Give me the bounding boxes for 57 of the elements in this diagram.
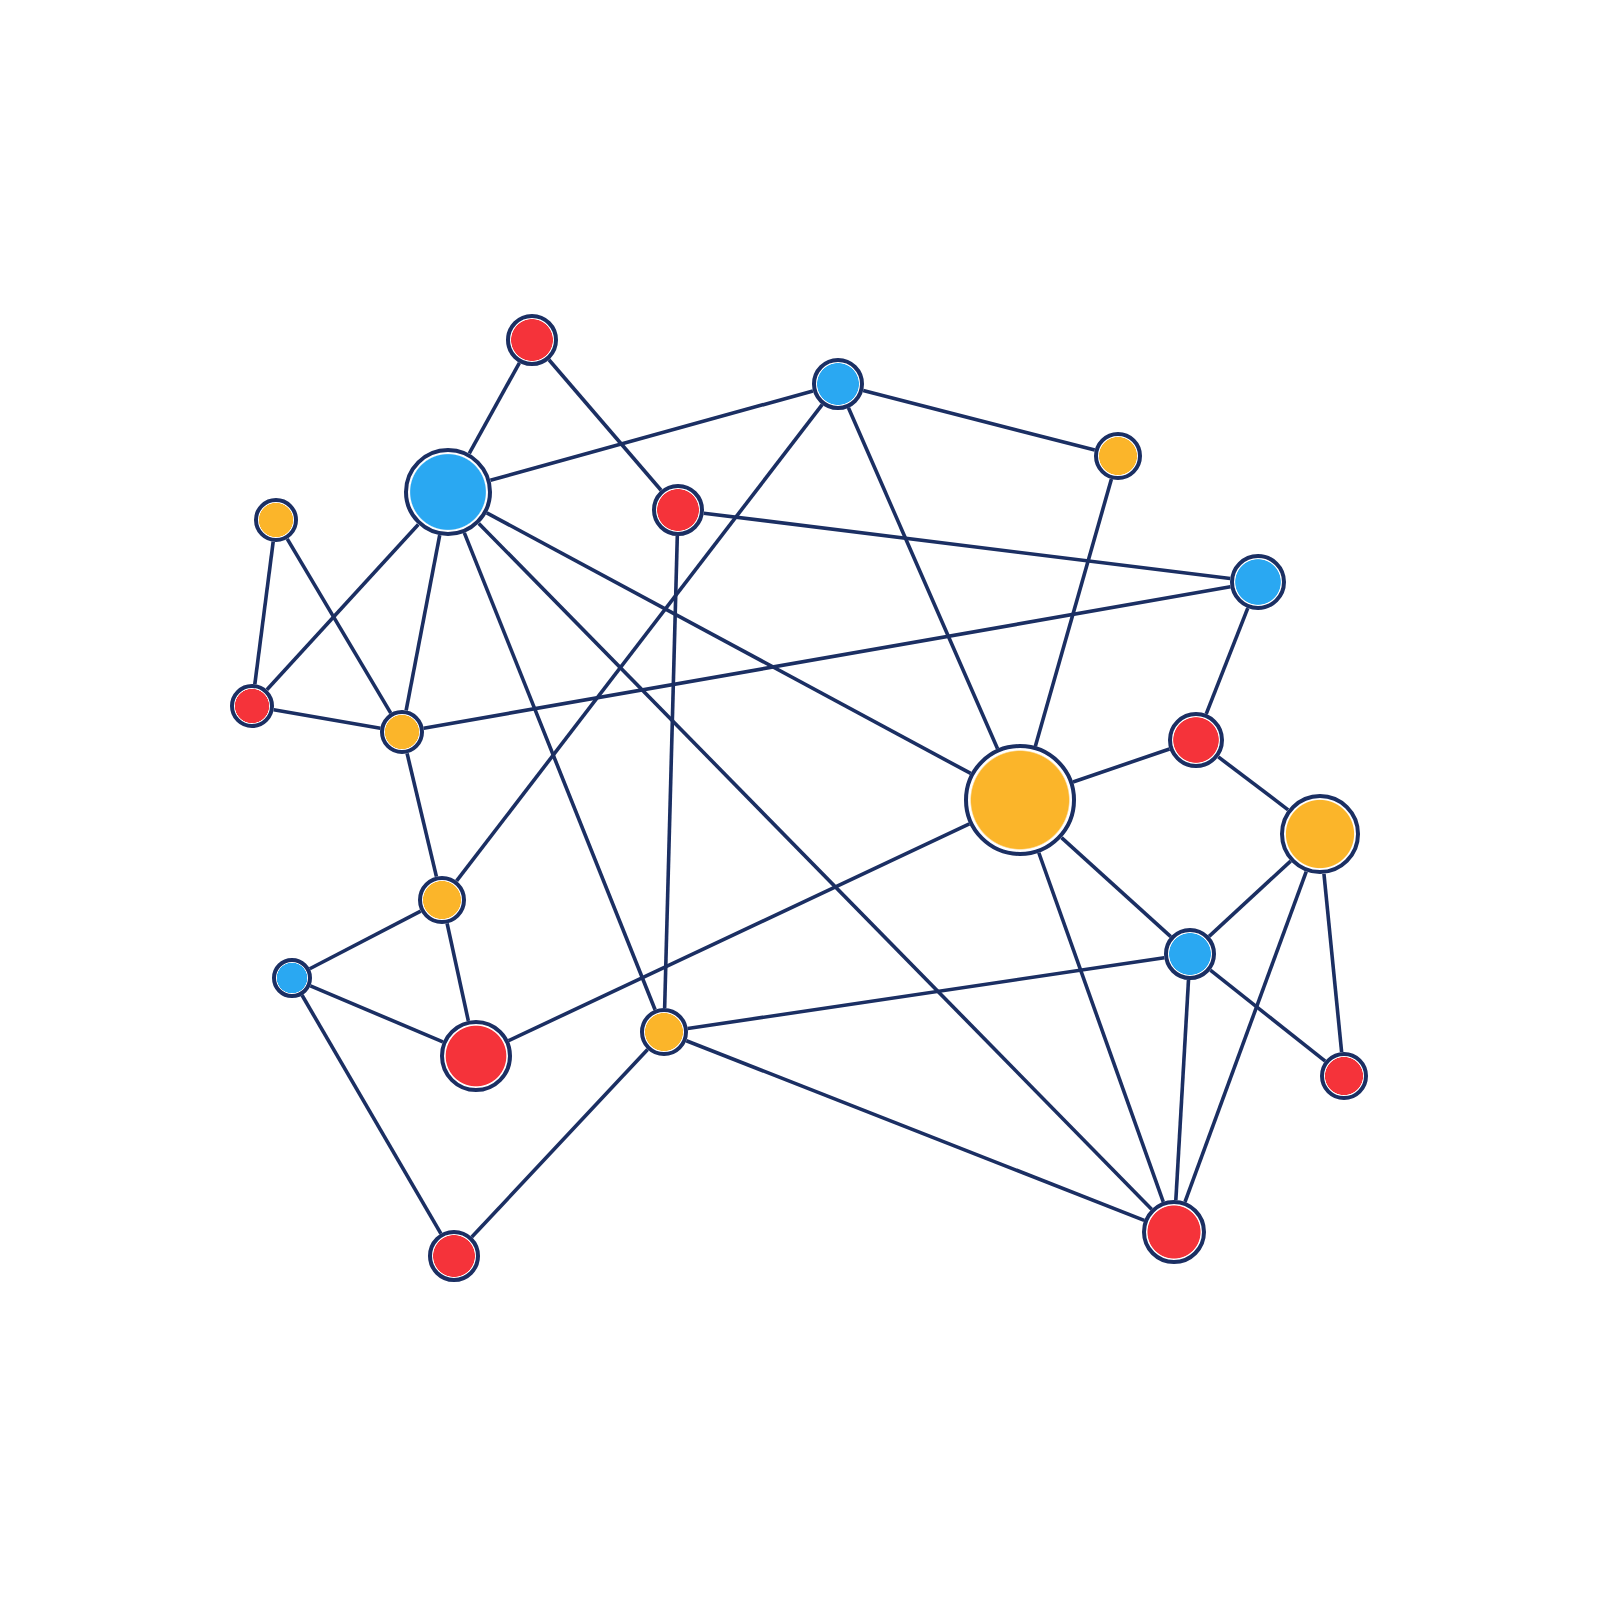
- network-node: [380, 710, 424, 754]
- connector-line: [265, 523, 420, 691]
- connector-line: [470, 1048, 649, 1239]
- network-node: [254, 498, 298, 542]
- connector-line: [1072, 747, 1171, 784]
- network-node: [230, 684, 274, 728]
- network-node: [1142, 1200, 1206, 1264]
- connector-line: [687, 956, 1165, 1031]
- connector-line: [405, 753, 439, 878]
- network-node: [506, 314, 558, 366]
- connector-line: [1033, 478, 1114, 747]
- connector-line: [1037, 852, 1165, 1203]
- connector-line: [308, 909, 422, 971]
- connector-line: [300, 994, 443, 1235]
- connector-line: [489, 389, 814, 482]
- connector-line: [846, 407, 1000, 750]
- connector-line: [477, 522, 1153, 1211]
- connector-line: [1322, 873, 1344, 1053]
- connector-line: [547, 358, 663, 492]
- network-node: [1168, 712, 1224, 768]
- connector-line: [455, 403, 824, 883]
- connector-line: [1060, 836, 1172, 938]
- network-node: [640, 1008, 688, 1056]
- connector-line: [462, 532, 657, 1011]
- network-node: [1094, 432, 1142, 480]
- network-node: [652, 484, 704, 536]
- connector-line: [273, 708, 381, 730]
- connector-line: [423, 585, 1231, 730]
- connector-line: [485, 511, 972, 776]
- network-node: [1230, 554, 1286, 610]
- connector-line: [467, 361, 521, 455]
- connector-line: [253, 541, 275, 685]
- connector-line: [445, 923, 471, 1022]
- network-node: [1280, 794, 1360, 874]
- network-node: [812, 358, 864, 410]
- network-node: [428, 1230, 480, 1282]
- connector-line: [309, 984, 444, 1044]
- connector-line: [1204, 607, 1250, 715]
- connector-line: [1207, 859, 1292, 938]
- network-node: [964, 744, 1076, 856]
- connector-line: [1174, 979, 1191, 1201]
- connector-line: [285, 538, 393, 714]
- connector-line: [703, 511, 1231, 581]
- connector-line: [1217, 755, 1290, 812]
- network-node: [1164, 928, 1216, 980]
- connector-line: [1209, 968, 1327, 1063]
- connector-line: [507, 822, 971, 1043]
- network-node: [404, 448, 492, 536]
- network-node: [418, 876, 466, 924]
- connector-line: [1183, 870, 1308, 1203]
- connector-line: [685, 1039, 1145, 1222]
- network-node: [272, 958, 312, 998]
- connector-line: [662, 535, 680, 1009]
- connector-line: [862, 388, 1096, 452]
- connector-line: [404, 534, 442, 711]
- network-node: [440, 1020, 512, 1092]
- network-node: [1320, 1052, 1368, 1100]
